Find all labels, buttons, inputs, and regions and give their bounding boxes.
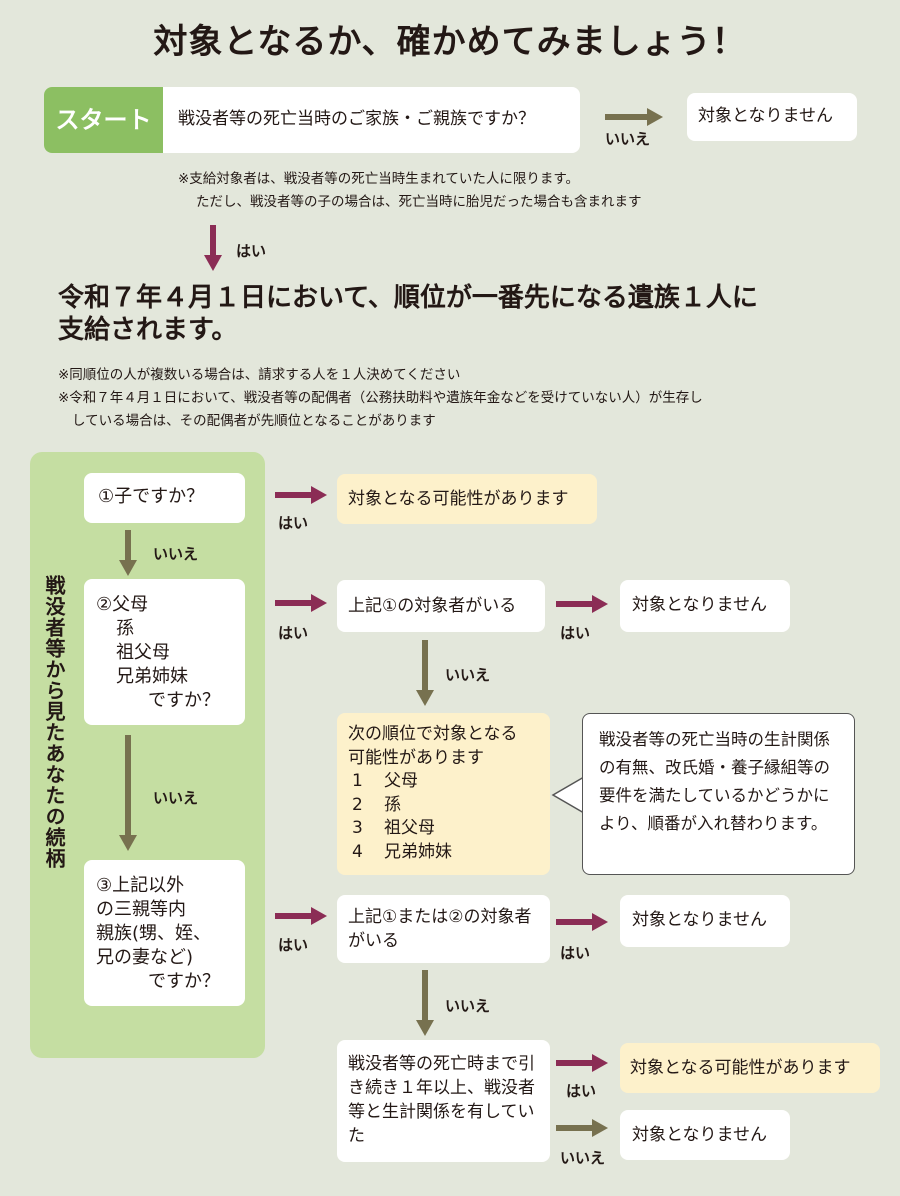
final-yes-result: 対象となる可能性があります [620, 1043, 880, 1093]
order-title: 次の順位で対象となる [348, 724, 518, 744]
q3-check-no-arrow [416, 970, 434, 1036]
final-no-label: いいえ [560, 1149, 606, 1167]
q1-no-label: いいえ [153, 545, 199, 563]
q3-yes-arrow [275, 907, 327, 925]
headline: 令和７年４月１日において、順位が一番先になる遺族１人に 支給されます。 [58, 282, 758, 346]
final-yes-label: はい [566, 1082, 597, 1100]
result-not-eligible: 対象となりません [687, 93, 857, 141]
q1-box: ①子ですか？ [84, 473, 245, 523]
q2-no-label: いいえ [153, 789, 199, 807]
start-badge: スタート [44, 87, 163, 153]
q3-line: 親族(甥、姪、 [96, 923, 212, 944]
start-note-1: ※支給対象者は、戦没者等の死亡当時生まれていた人に限ります。 [178, 171, 580, 187]
q3-line: 兄の妻など) [96, 947, 194, 968]
q2-line: 兄弟姉妹 [116, 666, 188, 687]
final-no-arrow [556, 1119, 608, 1137]
q2-yes-label: はい [278, 624, 309, 642]
q3-check-result: 対象となりません [620, 895, 790, 947]
q3-check-no-label: いいえ [445, 997, 491, 1015]
q2-check-yes-label: はい [560, 624, 591, 642]
q2-check: 上記①の対象者がいる [337, 580, 545, 632]
callout-pointer [551, 776, 585, 814]
q3-yes-label: はい [278, 936, 309, 954]
final-yes-arrow [556, 1054, 608, 1072]
q1-yes-arrow [275, 486, 327, 504]
q3-check-yes-label: はい [560, 944, 591, 962]
q2-check-no-label: いいえ [445, 666, 491, 684]
headline-line-1: 令和７年４月１日において、順位が一番先になる遺族１人に [58, 283, 758, 313]
q3-line: ですか？ [148, 971, 220, 992]
start-note-2: ただし、戦没者等の子の場合は、死亡当時に胎児だった場合も含まれます [196, 194, 642, 210]
callout-note: 戦没者等の死亡当時の生計関係の有無、改氏婚・養子縁組等の要件を満たしているかどう… [582, 713, 855, 875]
q2-line: ですか？ [148, 690, 220, 711]
q2-line: ②父母 [96, 594, 149, 615]
arrow-yes-down [204, 225, 222, 271]
final-no-result: 対象となりません [620, 1110, 790, 1160]
start-question-text: 戦没者等の死亡当時のご家族・ご親族ですか？ [178, 109, 535, 129]
q2-yes-arrow [275, 594, 327, 612]
q2-box: ②父母 孫 祖父母 兄弟姉妹 ですか？ [84, 579, 245, 725]
q3-check-yes-arrow [556, 913, 608, 931]
page-title: 対象となるか、確かめてみましょう！ [153, 22, 747, 62]
q2-check-yes-arrow [556, 595, 608, 613]
q3-line: の三親等内 [96, 899, 186, 920]
yes-label: はい [236, 242, 267, 260]
q2-check-result: 対象となりません [620, 580, 790, 632]
q1-yes-label: はい [278, 514, 309, 532]
no-label: いいえ [605, 130, 651, 148]
q2-check-no-arrow [416, 640, 434, 706]
q2-line: 孫 [116, 618, 134, 639]
note-1: ※同順位の人が複数いる場合は、請求する人を１人決めてください [58, 367, 461, 383]
q2-no-arrow [119, 735, 137, 851]
panel-label: 戦没者等から見たあなたの続柄 [42, 575, 66, 869]
note-2: ※令和７年４月１日において、戦没者等の配偶者（公務扶助料や遺族年金などを受けてい… [58, 390, 703, 406]
order-title: 可能性があります [348, 747, 484, 768]
q3-line: ③上記以外 [96, 875, 185, 896]
q1-no-arrow [119, 530, 137, 576]
note-3: している場合は、その配偶者が先順位となることがあります [72, 413, 436, 429]
arrow-no [605, 108, 663, 126]
q3-box: ③上記以外 の三親等内 親族(甥、姪、 兄の妻など) ですか？ [84, 860, 245, 1006]
q3-check: 上記①または②の対象者がいる [337, 895, 550, 963]
q3-final-question: 戦没者等の死亡時まで引き続き１年以上、戦没者等と生計関係を有していた [337, 1040, 550, 1162]
q1-result: 対象となる可能性があります [337, 474, 597, 524]
start-question: スタート 戦没者等の死亡当時のご家族・ご親族ですか？ [44, 87, 580, 153]
headline-line-2: 支給されます。 [58, 315, 238, 345]
q2-line: 祖父母 [116, 642, 170, 663]
